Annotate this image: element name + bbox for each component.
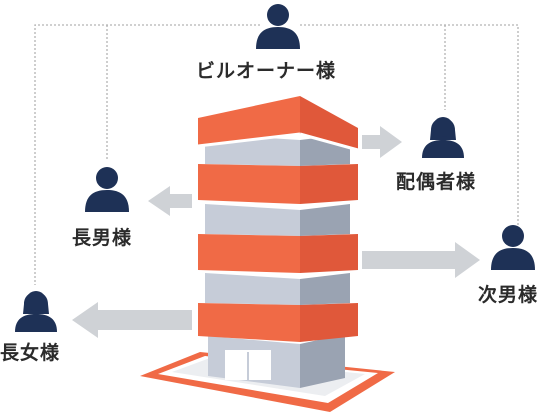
second-son-person-icon: [491, 225, 535, 270]
eldest-daughter-label: 長女様: [0, 342, 61, 364]
arrow-to-second-son: [362, 242, 480, 278]
spouse-label: 配偶者様: [396, 171, 477, 193]
owner-label: ビルオーナー様: [196, 60, 337, 82]
connector-lines: [34, 24, 519, 285]
connector-owner-to-right: [300, 24, 519, 225]
arrow-to-eldest-daughter: [72, 302, 192, 338]
owner-person-icon: [256, 4, 300, 49]
arrow-to-eldest-son: [148, 186, 192, 216]
spouse-person-icon: [422, 117, 464, 158]
building-illustration: [197, 96, 359, 388]
eldest-daughter-person-icon: [15, 291, 57, 332]
arrow-to-spouse: [362, 126, 402, 158]
connector-owner-to-left: [34, 24, 260, 285]
second-son-label: 次男様: [478, 284, 539, 306]
transfer-arrows: [72, 126, 480, 338]
eldest-son-person-icon: [85, 167, 129, 212]
eldest-son-label: 長男様: [72, 227, 133, 249]
